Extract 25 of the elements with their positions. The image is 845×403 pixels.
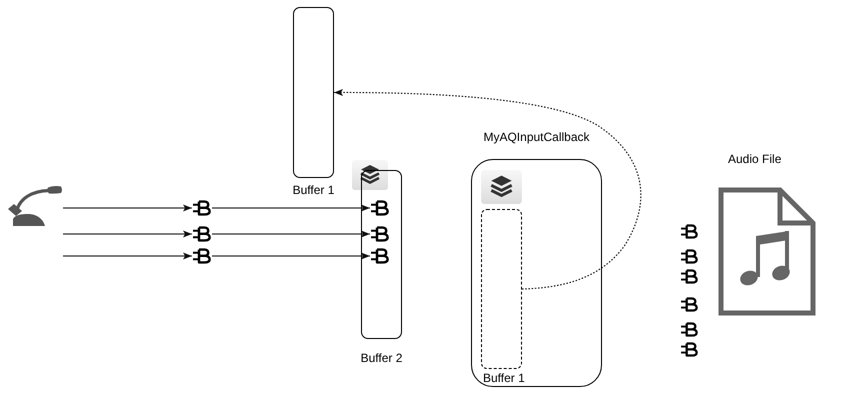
buffer-label: Buffer 2 [360,351,402,365]
dotted-arrow [334,89,642,290]
b-symbol-icon [680,322,699,337]
microphone-icon [6,184,63,228]
b-symbol-icon [680,269,699,284]
arrow [63,204,192,212]
b-symbol-icon [192,226,212,242]
arrow [212,252,370,260]
b-symbol-icon [680,297,699,312]
arrow [212,204,370,212]
b-symbol-icon [192,200,212,216]
file-title: Audio File [728,152,782,166]
buffer-label: Buffer 1 [292,183,334,197]
b-symbol-icon [370,226,390,242]
arrow [63,230,192,238]
buffer-label: Buffer 1 [483,371,525,385]
arrow [212,230,370,238]
arrow [63,252,192,260]
b-symbol-icon [370,200,390,216]
b-symbol-icon [370,248,390,264]
b-symbol-icon [680,224,699,239]
callback-title: MyAQInputCallback [483,130,590,144]
b-symbol-icon [680,249,699,264]
b-symbol-icon [680,342,699,357]
b-symbol-icon [192,248,212,264]
